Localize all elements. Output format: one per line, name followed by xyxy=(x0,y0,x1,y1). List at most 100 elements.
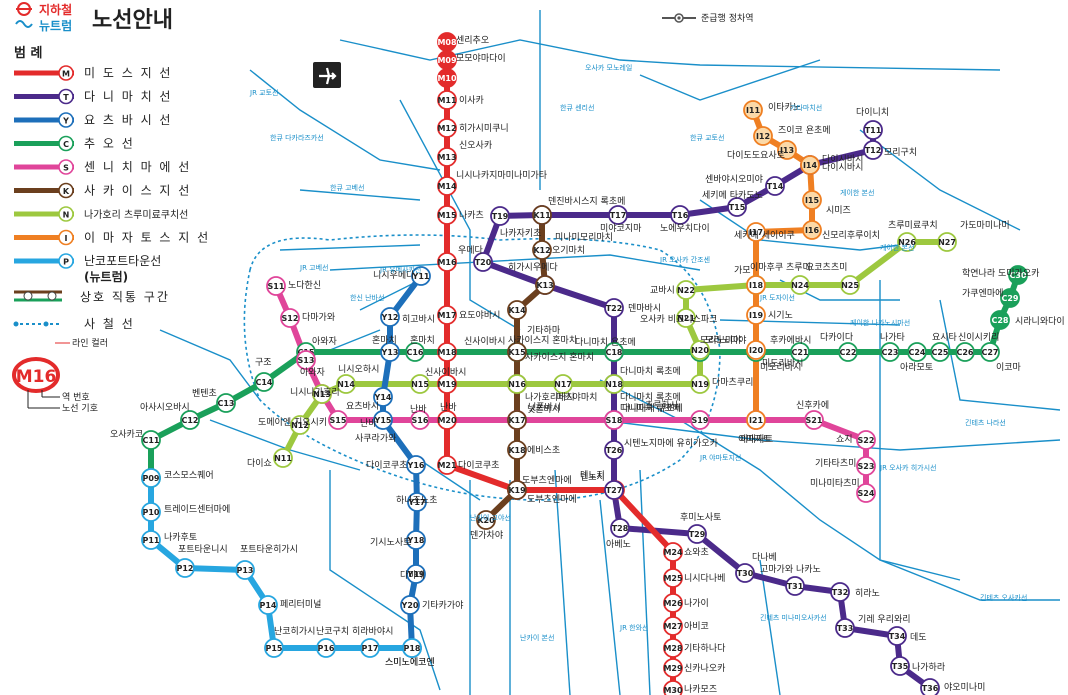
station-K11: K11 xyxy=(532,205,552,225)
station-M30: M30 xyxy=(663,680,683,695)
private-rail-line xyxy=(939,299,1061,411)
station-Y13: Y13 xyxy=(380,342,400,362)
station-code: S15 xyxy=(330,416,347,425)
station-code: N26 xyxy=(898,238,916,247)
header: 지하철 뉴트럼 노선안내 준급행 정차역 xyxy=(15,2,754,33)
station-name-N17: 마츠야마치 xyxy=(556,391,597,403)
station-name-C11: 오사카코 xyxy=(110,429,143,440)
station-code: C12 xyxy=(181,416,198,425)
station-code: S21 xyxy=(806,416,823,425)
station-code: S22 xyxy=(858,436,875,445)
station-code: T32 xyxy=(832,588,849,597)
legend-line-symbol: 노선 기호 xyxy=(62,403,98,414)
station-name-T23: 다니마치 욘초메 xyxy=(575,336,636,348)
station-M12: M12 xyxy=(437,118,457,138)
private-rail-line xyxy=(249,69,441,171)
station-code: I21 xyxy=(749,416,764,425)
station-M15: M15 xyxy=(437,205,457,225)
station-code: M24 xyxy=(663,548,683,557)
station-name-C27: 이코마 xyxy=(996,362,1022,373)
station-N18: N18 xyxy=(604,374,624,394)
station-name-T27: 덴노지 xyxy=(580,472,605,483)
station-name-C28: 시라니와다이 xyxy=(1015,315,1065,327)
station-code: K11 xyxy=(533,211,551,220)
station-name-N19: 다마츠쿠리 xyxy=(712,377,753,388)
station-name-S19: 츠루하시 xyxy=(645,400,678,411)
station-name-K17: 닛폰바시 xyxy=(528,402,561,413)
station-M13: M13 xyxy=(437,147,457,167)
station-code: P17 xyxy=(362,644,379,653)
station-code: M14 xyxy=(437,182,457,191)
station-code: N14 xyxy=(337,380,355,389)
station-code: N11 xyxy=(274,454,292,463)
station-name-C20: 미도리바시 xyxy=(760,362,801,373)
station-Y17: Y17 xyxy=(407,492,427,512)
station-Y19: Y19 xyxy=(406,564,426,584)
station-name-I16: 신모리후루이치 xyxy=(822,229,880,241)
station-T19: T19 xyxy=(490,206,510,226)
legend-line-code: K xyxy=(63,187,70,196)
station-code: C28 xyxy=(991,316,1008,325)
station-name-T36: 야오미나미 xyxy=(944,682,985,693)
station-M11: M11 xyxy=(437,90,457,110)
station-code: T31 xyxy=(787,582,804,591)
station-code: T17 xyxy=(610,211,627,220)
station-code: T30 xyxy=(737,569,754,578)
station-name-Y18: 기시노사토 xyxy=(370,537,411,548)
station-P10: P10 xyxy=(141,502,161,522)
legend-station-number: 역 번호 xyxy=(62,392,90,403)
station-name-C30: 학연나라 도미가오카 xyxy=(962,268,1039,279)
station-name-K20: 덴가차야 xyxy=(470,529,503,541)
station-code: I13 xyxy=(780,146,794,155)
rail-label: JR 한와선 xyxy=(619,623,648,632)
station-name-M24: 쇼와초 xyxy=(684,546,709,558)
legend-line-code: C xyxy=(63,140,69,149)
private-rail-line xyxy=(639,469,651,695)
station-name-T35: 나가하라 xyxy=(912,662,946,673)
station-K15: K15 xyxy=(507,342,527,362)
station-T28: T28 xyxy=(610,518,630,538)
legend-line-code: N xyxy=(63,211,70,220)
station-name-T22: 덴마바시 xyxy=(628,303,661,314)
station-name-M09: 센리추오 xyxy=(456,35,489,46)
station-name-N18: 다니마치 록초메 xyxy=(620,391,681,403)
station-K19: K19 xyxy=(507,480,527,500)
station-C30: C30 xyxy=(1008,265,1028,285)
rail-label: JR 오사카 히가시선 xyxy=(879,463,936,472)
legend-line-name: 미 도 스 지 선 xyxy=(84,66,172,80)
station-name-S14: 니시나가호리 xyxy=(290,387,340,398)
station-name-I20: 미도리바시 xyxy=(762,358,803,369)
station-code: S18 xyxy=(606,416,623,425)
station-name-M11: 이사카 xyxy=(459,95,484,106)
station-name-C26: 신이시키리 xyxy=(958,332,999,343)
station-name-M21: 다이코쿠초 xyxy=(458,460,499,471)
station-P15: P15 xyxy=(264,638,284,658)
station-code: C25 xyxy=(931,348,948,357)
station-code: M21 xyxy=(437,461,457,470)
station-N27: N27 xyxy=(937,232,957,252)
station-M14: M14 xyxy=(437,176,457,196)
station-code: T16 xyxy=(672,211,689,220)
legend-line-name: 센 니 치 마 에 선 xyxy=(84,160,191,174)
subway-logo-icon xyxy=(16,2,32,16)
line-P xyxy=(148,475,415,651)
legend-through-service: 상호 직통 구간 xyxy=(80,290,170,304)
station-code: K19 xyxy=(508,486,526,495)
station-name-I17: 세키메 세이이쿠 xyxy=(734,230,795,241)
station-name-M17: 요도야바시 xyxy=(459,310,500,321)
station-code: I17 xyxy=(749,228,763,237)
station-code: C26 xyxy=(956,348,973,357)
station-P13: P13 xyxy=(235,560,255,580)
station-code: I11 xyxy=(746,106,761,115)
station-N13: N13 xyxy=(312,384,332,404)
station-name-T12: 모리구치 xyxy=(884,146,917,158)
station-name-P10: 트레이드센터마에 xyxy=(164,504,230,515)
station-code: P12 xyxy=(177,564,194,573)
station-code: K12 xyxy=(533,246,550,255)
station-code: S12 xyxy=(282,314,299,323)
station-C24: C24 xyxy=(907,342,927,362)
station-code: N16 xyxy=(508,380,526,389)
station-name-C24: 아라모토 xyxy=(900,362,933,373)
station-code: P18 xyxy=(404,644,421,653)
